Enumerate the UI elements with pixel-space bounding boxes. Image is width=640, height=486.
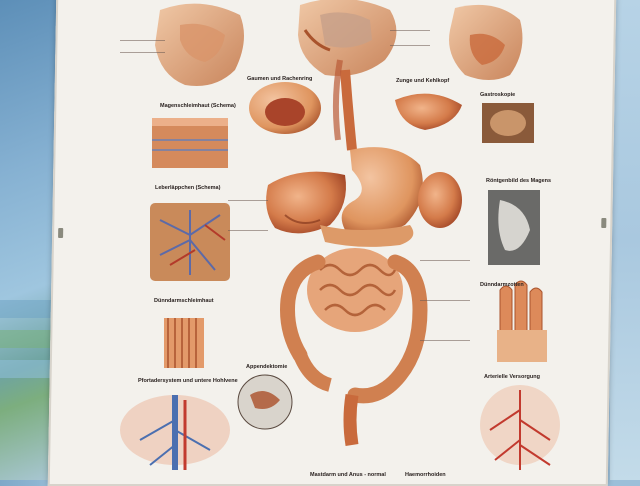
pancreas xyxy=(320,225,414,247)
palate-illustration xyxy=(249,82,321,134)
spleen xyxy=(418,172,462,228)
liver xyxy=(266,171,346,234)
label-leader xyxy=(120,40,165,41)
tongue-illustration xyxy=(395,93,462,130)
label-leader xyxy=(228,200,268,201)
wall-stripe xyxy=(0,300,60,318)
stomach xyxy=(341,147,423,234)
label-leader xyxy=(120,52,165,53)
section-title: Gastroskopie xyxy=(480,92,516,98)
label-leader xyxy=(228,230,268,231)
arterial-supply-illustration xyxy=(480,385,560,470)
label-leader xyxy=(390,30,430,31)
section-title: Dünndarmzotten xyxy=(480,282,524,288)
section-title: Arterielle Versorgung xyxy=(484,374,540,380)
wall-right xyxy=(610,0,640,480)
label-leader xyxy=(420,340,470,341)
colon xyxy=(280,254,428,404)
appendectomy-circle xyxy=(237,374,293,430)
wall-left xyxy=(0,0,60,480)
section-title: Magenschleimhaut (Schema) xyxy=(160,103,236,109)
head-right xyxy=(449,4,523,80)
intestine-mucosa-panel xyxy=(164,318,204,368)
portal-system-illustration xyxy=(120,395,230,470)
wall-stripe xyxy=(0,360,60,378)
section-title: Röntgenbild des Magens xyxy=(486,178,552,184)
section-title: Dünndarmschleimhaut xyxy=(154,298,214,304)
villi-illustration xyxy=(497,280,547,362)
label-leader xyxy=(390,45,430,46)
rectum xyxy=(343,393,359,447)
wall-stripe xyxy=(0,330,60,348)
esophagus xyxy=(340,69,357,151)
section-title: Haemorrhoiden xyxy=(405,472,446,478)
small-intestine xyxy=(307,248,403,332)
head-center xyxy=(298,0,397,76)
liver-lobule-panel xyxy=(150,203,230,281)
section-title: Gaumen und Rachenring xyxy=(247,76,313,82)
section-title: Zunge und Kehlkopf xyxy=(396,78,450,84)
head-left xyxy=(155,3,244,87)
label-leader xyxy=(420,260,470,261)
stomach-mucosa-block xyxy=(152,118,228,168)
section-title: Appendektomie xyxy=(246,364,288,370)
section-title: Mastdarm und Anus - normal xyxy=(310,472,386,478)
label-leader xyxy=(420,300,470,301)
section-title: Leberläppchen (Schema) xyxy=(155,185,221,191)
section-title: Pfortadersystem und untere Hohlvene xyxy=(138,378,238,384)
